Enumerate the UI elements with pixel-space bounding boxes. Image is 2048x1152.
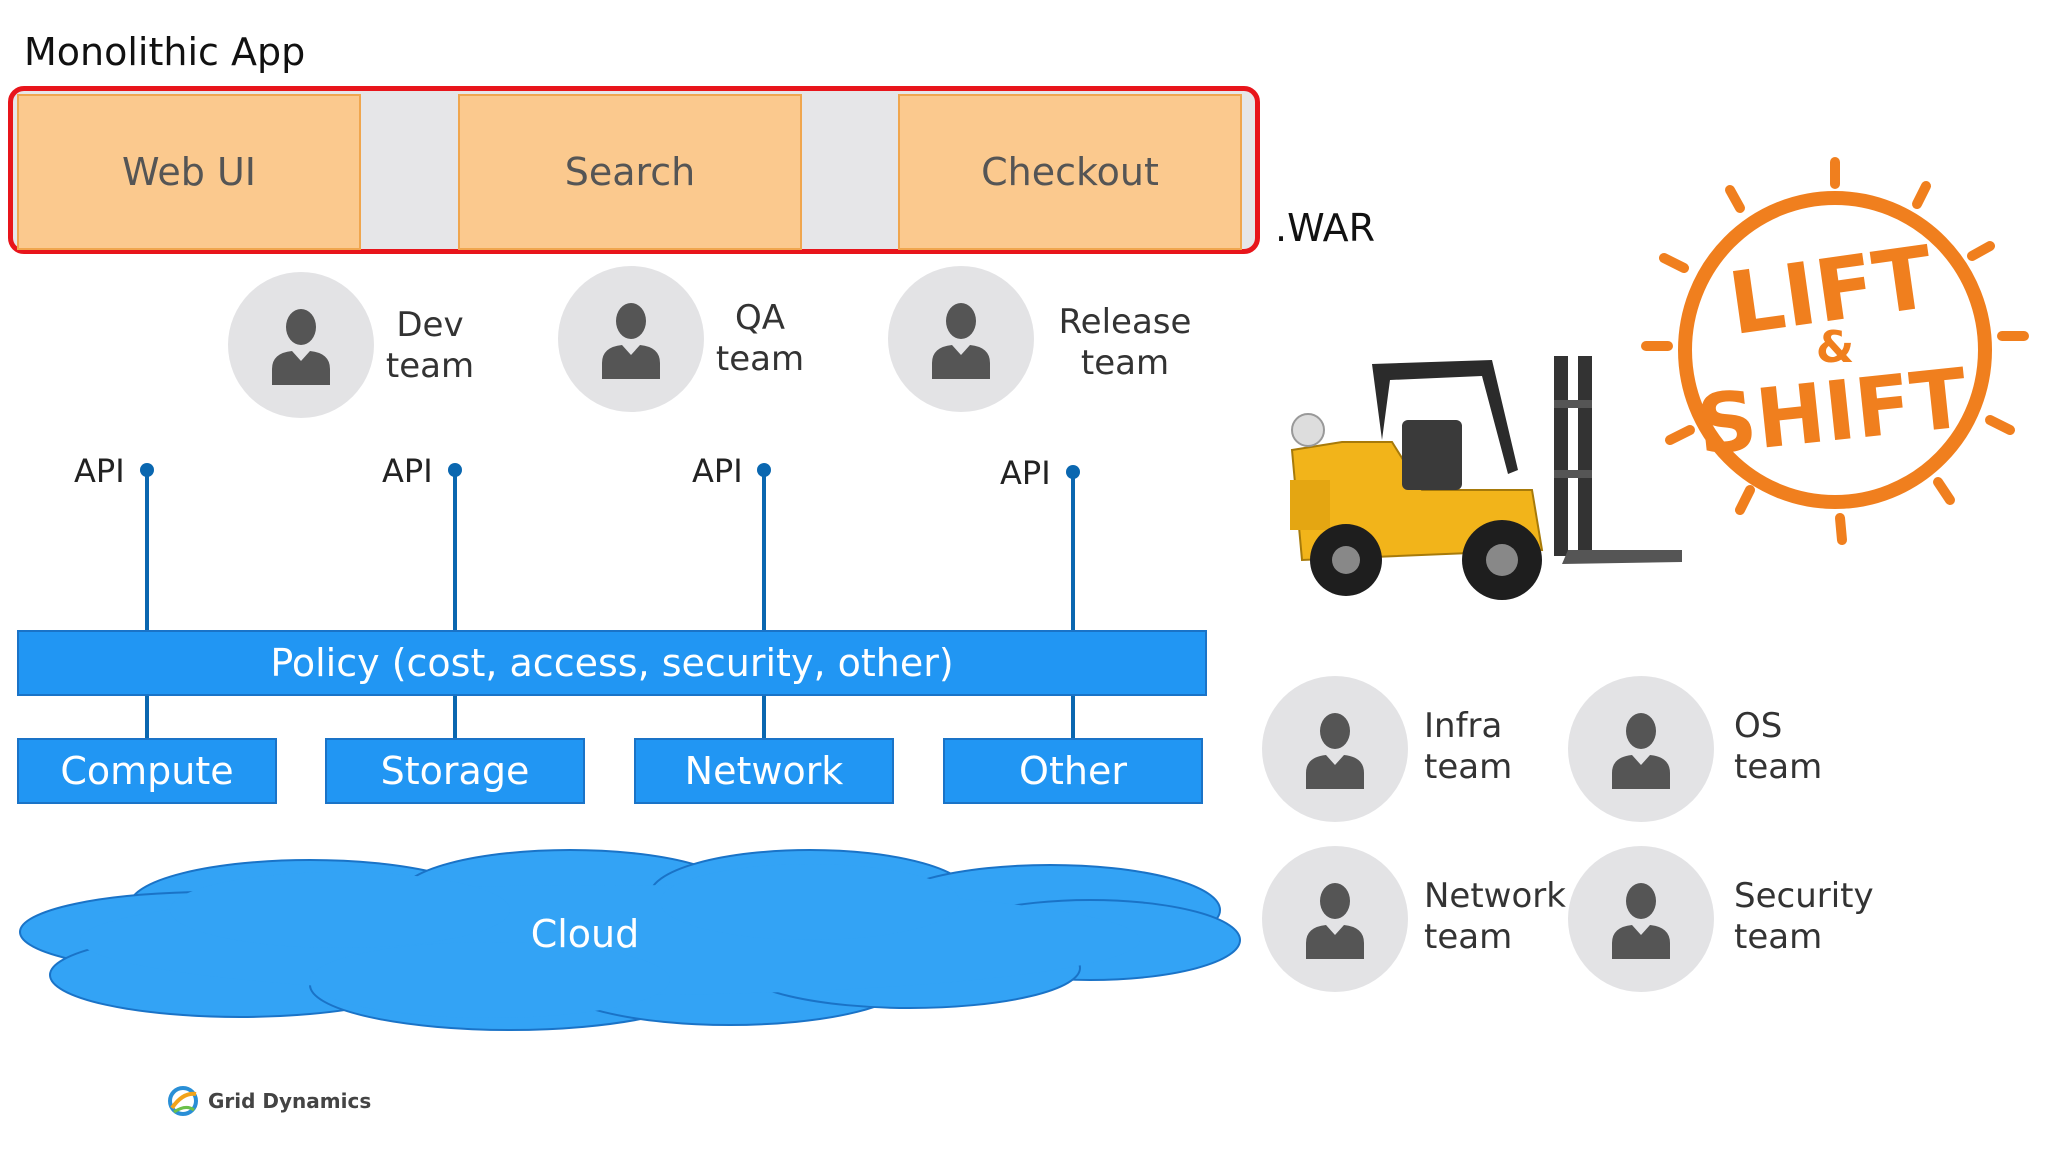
- api-endpoint-dot: [140, 463, 154, 477]
- policy-bar: Policy (cost, access, security, other): [17, 630, 1207, 696]
- brand-logo: Grid Dynamics: [166, 1084, 371, 1118]
- qa-team-avatar: [558, 266, 704, 412]
- resource-network: Network: [634, 738, 894, 804]
- resource-other: Other: [943, 738, 1203, 804]
- network-team-avatar: [1262, 846, 1408, 992]
- module-search: Search: [458, 94, 802, 250]
- person-icon: [1612, 713, 1670, 789]
- badge-ampersand: &: [1816, 322, 1854, 373]
- api-label: API: [382, 452, 433, 490]
- api-label: API: [692, 452, 743, 490]
- module-checkout: Checkout: [898, 94, 1242, 250]
- api-endpoint-dot: [448, 463, 462, 477]
- person-icon: [602, 303, 660, 379]
- war-label: .WAR: [1275, 206, 1375, 250]
- api-label: API: [74, 452, 125, 490]
- resource-compute: Compute: [17, 738, 277, 804]
- brand-name: Grid Dynamics: [208, 1089, 372, 1113]
- api-endpoint-dot: [757, 463, 771, 477]
- grid-dynamics-logo-icon: [168, 1086, 198, 1116]
- module-web-ui: Web UI: [17, 94, 361, 250]
- person-icon: [1306, 883, 1364, 959]
- cloud-shape: [19, 849, 1241, 1031]
- lift-and-shift-badge: LIFT & SHIFT: [1641, 157, 2029, 545]
- os-team-avatar: [1568, 676, 1714, 822]
- person-icon: [932, 303, 990, 379]
- api-label: API: [1000, 454, 1051, 492]
- dev-team-avatar: [228, 272, 374, 418]
- forklift-illustration: [1290, 356, 1682, 600]
- person-icon: [1612, 883, 1670, 959]
- cloud-label: Cloud: [530, 912, 640, 956]
- badge-line2: SHIFT: [1693, 351, 1972, 474]
- person-icon: [272, 309, 330, 385]
- infra-team-avatar: [1262, 676, 1408, 822]
- monolith-title: Monolithic App: [24, 30, 306, 74]
- security-team-avatar: [1568, 846, 1714, 992]
- api-connectors: [140, 463, 1080, 740]
- resource-storage: Storage: [325, 738, 585, 804]
- api-endpoint-dot: [1066, 465, 1080, 479]
- person-icon: [1306, 713, 1364, 789]
- release-team-avatar: [888, 266, 1034, 412]
